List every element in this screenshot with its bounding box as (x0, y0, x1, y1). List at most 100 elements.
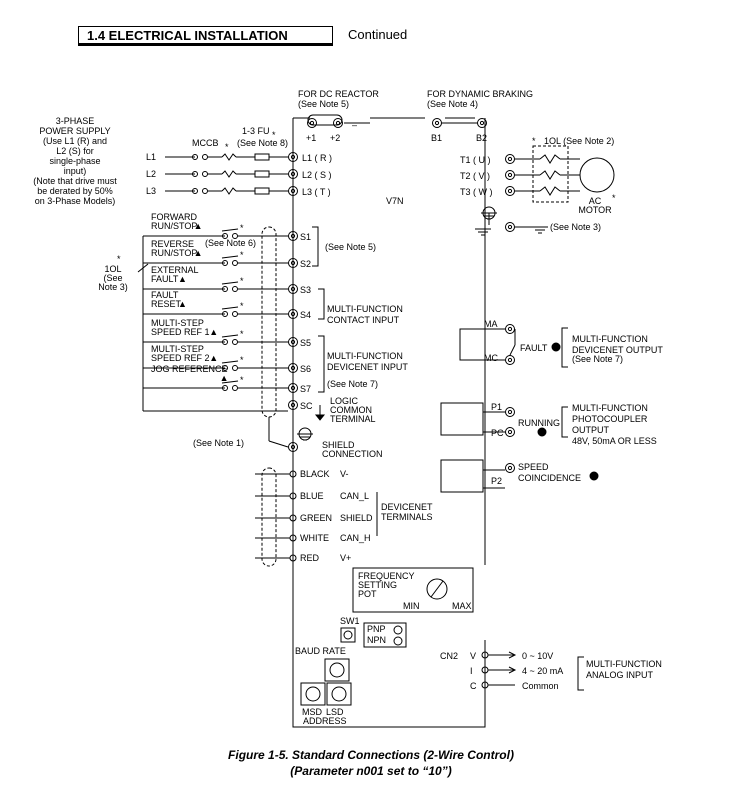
terminal-label-sc: SC (300, 401, 313, 411)
shield-note: (See Note 1) (193, 438, 244, 448)
input-contact (232, 339, 238, 345)
star-mark: * (272, 130, 276, 140)
group-label: DEVICENET INPUT (327, 362, 408, 372)
phase-label: L1 (146, 152, 156, 162)
terminal-label-minus: – (352, 120, 357, 130)
input-contact-blade (221, 281, 239, 285)
input-contact (222, 311, 228, 317)
analog-range: 4 ~ 20 mA (522, 666, 563, 676)
devicenet-signal: CAN_H (340, 533, 371, 543)
section-title: 1.4 ELECTRICAL INSTALLATION (87, 28, 288, 43)
fault-output-label: DEVICENET OUTPUT (572, 345, 663, 355)
input-label-s1: FORWARD (151, 212, 197, 222)
star-mark: * (240, 329, 244, 339)
fuse (254, 170, 270, 178)
star-mark: * (240, 375, 244, 385)
address-label: ADDRESS (303, 716, 347, 726)
terminal-s3 (288, 284, 298, 294)
output-dot (551, 342, 561, 352)
star-mark: * (240, 355, 244, 365)
pot-label: FREQUENCY (358, 571, 415, 581)
pot-max: MAX (452, 601, 472, 611)
bracket-s5s7 (318, 335, 325, 393)
devicenet-wire-color: RED (300, 553, 320, 563)
mccb-coil (221, 170, 237, 178)
motor-label: AC (589, 196, 602, 206)
input-contact (222, 233, 228, 239)
running-label: RUNNING (518, 418, 560, 428)
fuse (254, 187, 270, 195)
fault-wire (459, 328, 505, 361)
power-supply-label: (Note that drive must (33, 176, 117, 186)
analog-terminal-label: V (470, 651, 476, 661)
terminal-s6-center (290, 365, 296, 371)
terminal-s6 (288, 363, 298, 373)
figure-caption: Figure 1-5. Standard Connections (2-Wire… (228, 748, 514, 762)
continued-label: Continued (348, 27, 408, 42)
terminal-t1-center (507, 156, 513, 162)
photo-output-label: MULTI-FUNCTION (572, 403, 648, 413)
terminal-label-b1: B1 (431, 133, 442, 143)
terminal-label-s6: S6 (300, 364, 311, 374)
figure-caption-subtitle: (Parameter n001 set to “10”) (290, 764, 452, 778)
terminal-l3-center (290, 188, 296, 194)
msd-switch (300, 682, 326, 706)
braking-label: FOR DYNAMIC BRAKING (427, 89, 533, 99)
input-contact (222, 385, 228, 391)
terminal-t2-center (507, 172, 513, 178)
section-header: 1.4 ELECTRICAL INSTALLATION (78, 26, 333, 46)
analog-range: 0 ~ 10V (522, 651, 553, 661)
photocoupler-1 (440, 402, 484, 436)
mccb-contact (192, 154, 198, 160)
triangle-mark: ▲ (178, 274, 187, 284)
terminal-label-s5: S5 (300, 338, 311, 348)
devicenet-terminal (289, 514, 297, 522)
output-dot (537, 427, 547, 437)
terminal-ground-center (507, 224, 513, 230)
terminal-ground (505, 222, 515, 232)
terminal-mc (505, 355, 515, 365)
power-supply-label: input) (64, 166, 87, 176)
input-contact-blade (221, 334, 239, 338)
shield-label: SHIELD (322, 440, 355, 450)
photo-bracket (561, 406, 568, 438)
star-mark: * (532, 136, 536, 146)
input-contact (222, 286, 228, 292)
drive-model: V7N (386, 196, 404, 206)
input-label-s2: RUN/STOP (151, 248, 197, 258)
terminal-s2 (288, 258, 298, 268)
fault-contact (509, 344, 516, 356)
input-label-s6: SPEED REF 2 (151, 353, 210, 363)
pot-knob (426, 578, 448, 600)
photocoupler-2 (440, 459, 484, 493)
fault-bracket (561, 327, 568, 368)
input-label-s6: MULTI-STEP (151, 344, 204, 354)
power-supply-label: on 3-Phase Models) (35, 196, 116, 206)
mccb-contact (192, 188, 198, 194)
fault-output-label: MULTI-FUNCTION (572, 334, 648, 344)
star-mark: * (117, 254, 121, 264)
terminal-s1 (288, 231, 298, 241)
input-label-s3: EXTERNAL (151, 265, 199, 275)
shield-wire (268, 440, 289, 448)
fuse (254, 153, 270, 161)
input-label-s2: REVERSE (151, 239, 194, 249)
terminal-pc (505, 427, 515, 437)
terminal-pc-center (507, 429, 513, 435)
analog-arrow (508, 651, 517, 659)
overload-element (539, 170, 561, 180)
pot-pointer (430, 580, 444, 598)
shield-label: CONNECTION (322, 449, 383, 459)
triangle-mark: ▲ (194, 248, 203, 258)
devicenet-label: TERMINALS (381, 512, 433, 522)
triangle-mark: ▲ (209, 353, 218, 363)
mccb-contact (202, 188, 208, 194)
terminal-label-plus1: +1 (306, 133, 316, 143)
photo-output-label: 48V, 50mA OR LESS (572, 436, 657, 446)
terminal-s1-center (290, 233, 296, 239)
main-terminal-label: L2 ( S ) (302, 170, 332, 180)
group-note: (See Note 7) (327, 379, 378, 389)
input-label-s4: RESET (151, 299, 182, 309)
power-supply-label: (Use L1 (R) and (43, 136, 107, 146)
